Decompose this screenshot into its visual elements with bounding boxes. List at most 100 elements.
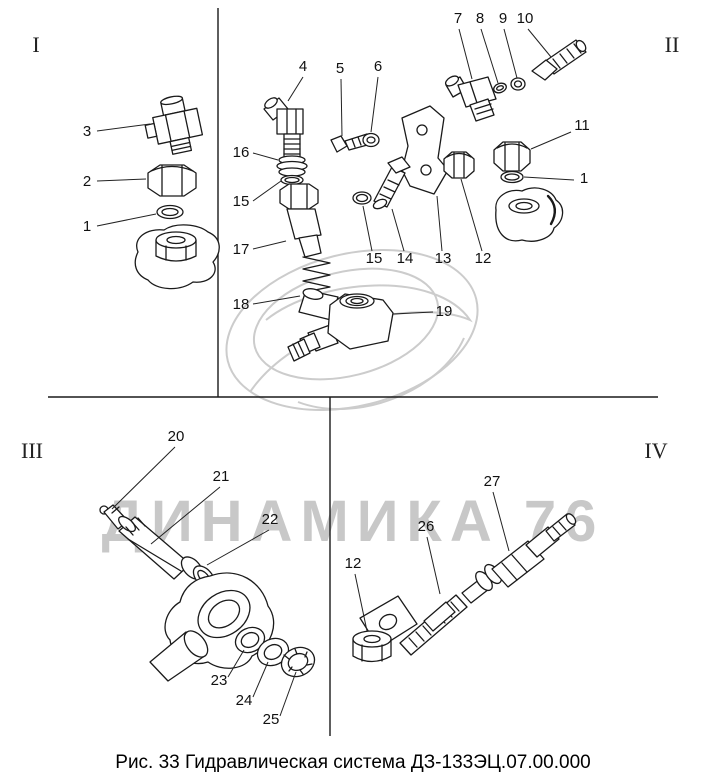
- part-7-elbow-fitting: [444, 75, 497, 122]
- part-number-19: 19: [436, 303, 453, 320]
- part-number-24: 24: [236, 692, 253, 709]
- center-valve-assembly: [263, 97, 449, 362]
- leader-line-part-25: [279, 671, 297, 717]
- leader-line-part-4: [287, 76, 304, 102]
- part-number-27: 27: [484, 473, 501, 490]
- part-15-o-ring-right: [352, 191, 372, 205]
- leader-line-part-1: [96, 213, 157, 227]
- part-14-fitting: [372, 156, 411, 210]
- quadrant-labels: I II III IV: [21, 32, 679, 463]
- leader-line-part-5: [340, 78, 343, 137]
- part-number-21: 21: [213, 468, 230, 485]
- mounting-boss: [134, 224, 220, 290]
- leader-line-part-15: [362, 205, 373, 252]
- leader-line-part-23: [227, 649, 245, 678]
- watermark: ДИНАМИКА 76: [102, 249, 605, 554]
- leader-line-part-2: [96, 178, 147, 182]
- leader-line-part-14: [391, 208, 405, 252]
- part-number-12: 12: [345, 555, 362, 572]
- part-number-26: 26: [418, 518, 435, 535]
- part-15-o-ring-left: [280, 174, 304, 186]
- part-number-1: 1: [83, 218, 91, 235]
- part-25-castle-nut: [280, 646, 316, 678]
- part-number-5: 5: [336, 60, 344, 77]
- leader-line-part-3: [96, 123, 151, 132]
- part-9-washer: [510, 77, 526, 91]
- quadrant-label-2: II: [665, 32, 680, 57]
- part-number-3: 3: [83, 123, 91, 140]
- part-4-elbow-fitting: [263, 97, 304, 135]
- leader-line-part-1: [523, 176, 575, 181]
- part-1-o-ring-left: [156, 204, 184, 220]
- leader-line-part-7: [458, 28, 473, 80]
- leader-line-part-13: [436, 195, 443, 252]
- part-number-18: 18: [233, 296, 250, 313]
- part-11-nut: [493, 141, 531, 172]
- part-number-22: 22: [262, 511, 279, 528]
- part-number-15: 15: [366, 250, 383, 267]
- quadrant-label-3: III: [21, 438, 43, 463]
- q1-parts: [134, 95, 220, 290]
- part-number-25: 25: [263, 711, 280, 728]
- leader-line-part-6: [370, 76, 379, 133]
- part-4-threaded-stem: [283, 133, 301, 159]
- leader-line-part-27: [492, 491, 510, 552]
- leader-line-part-18: [252, 295, 301, 305]
- part-number-1: 1: [580, 170, 588, 187]
- leader-line-part-21: [150, 486, 221, 545]
- leader-line-part-12: [354, 573, 368, 632]
- leader-line-part-15: [252, 180, 282, 202]
- part-17-valve-body: [279, 183, 322, 258]
- part-12-nut-lower: [352, 630, 392, 663]
- part-12-nut-upper: [443, 151, 475, 179]
- part-number-12: 12: [475, 250, 492, 267]
- part-number-17: 17: [233, 241, 250, 258]
- leader-line-part-8: [480, 28, 499, 84]
- part-number-16: 16: [233, 144, 250, 161]
- part-21-cylinder: [118, 515, 191, 580]
- part-8-o-ring: [493, 82, 507, 94]
- part-number-8: 8: [476, 10, 484, 27]
- part-number-6: 6: [374, 58, 382, 75]
- part-24-washer: [256, 637, 290, 667]
- part-number-10: 10: [517, 10, 534, 27]
- dust-cap: [495, 187, 564, 242]
- leader-line-part-9: [503, 28, 518, 79]
- leader-line-part-10: [527, 28, 552, 58]
- part-6-washer: [362, 132, 380, 148]
- figure-caption: Рис. 33 Гидравлическая система ДЗ-133ЭЦ.…: [115, 752, 590, 773]
- part-16-washers: [276, 155, 308, 177]
- part-23-washer: [234, 626, 266, 654]
- leader-line-part-17: [252, 240, 287, 250]
- part-number-13: 13: [435, 250, 452, 267]
- quadrant-dividers: [48, 8, 658, 736]
- part-number-23: 23: [211, 672, 228, 689]
- part-number-14: 14: [397, 250, 414, 267]
- leader-line-part-20: [111, 446, 176, 510]
- part-number-7: 7: [454, 10, 462, 27]
- part-1-o-ring-right: [500, 170, 524, 184]
- part-10-fitting: [531, 39, 587, 81]
- part-3-elbow-fitting: [144, 95, 204, 155]
- part-2-hex-nut: [147, 164, 197, 197]
- part-number-15: 15: [233, 193, 250, 210]
- part-26-threaded-stud: [399, 594, 468, 656]
- leader-line-part-24: [252, 661, 269, 698]
- quadrant-label-4: IV: [644, 438, 667, 463]
- part-number-2: 2: [83, 173, 91, 190]
- part-27-fitting: [461, 513, 577, 604]
- watermark-text: ДИНАМИКА 76: [102, 489, 605, 554]
- part-18-spring: [302, 256, 331, 293]
- part-number-20: 20: [168, 428, 185, 445]
- q3-ball-joint-assembly: [99, 504, 316, 682]
- leader-line-part-26: [426, 536, 441, 595]
- leader-line-part-12: [460, 178, 483, 252]
- watermark-swirl-logo: [225, 249, 479, 411]
- leader-line-part-11: [530, 131, 572, 150]
- leader-line-part-19: [392, 311, 434, 315]
- part-number-11: 11: [574, 117, 590, 134]
- leader-line-part-16: [252, 152, 279, 161]
